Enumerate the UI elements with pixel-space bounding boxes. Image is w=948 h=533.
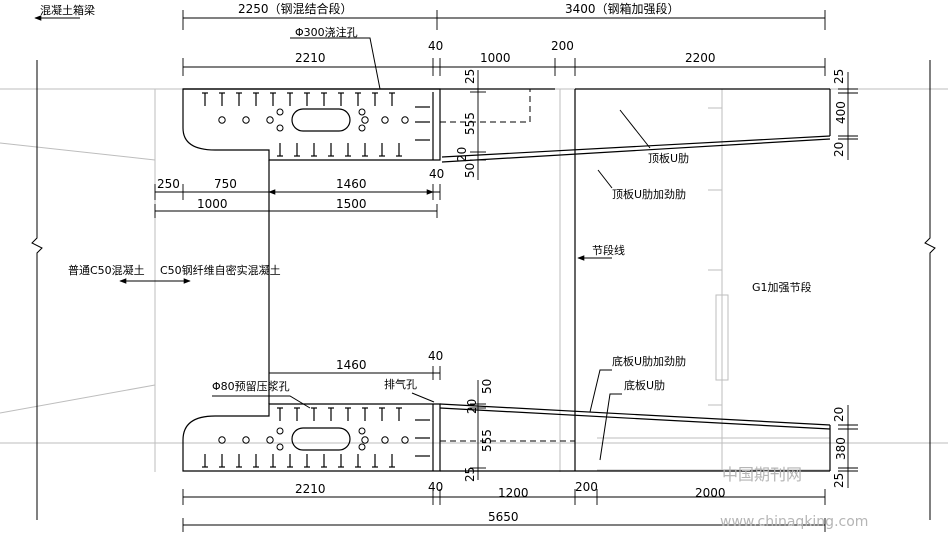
pour-hole-label: Φ300浇注孔 (295, 25, 358, 39)
dim-1500-mid: 1500 (336, 197, 367, 211)
dim-1000-top: 1000 (480, 51, 511, 65)
dim-1200-bottom: 1200 (498, 486, 529, 500)
dim-25-right: 25 (832, 69, 846, 84)
dim-25-rb: 25 (832, 473, 846, 488)
dim-1460-mid: 1460 (336, 177, 367, 191)
bolt-hole (358, 443, 366, 451)
stud-connectors (202, 92, 430, 468)
bolt-hole (401, 116, 409, 124)
bottom-u-rib-label: 底板U肋 (624, 378, 665, 392)
labels: 混凝土箱梁 2250（钢混结合段） 3400（钢箱加强段） Φ300浇注孔 22… (40, 1, 868, 530)
dim-40-low: 40 (428, 349, 443, 363)
bolt-hole (218, 116, 226, 124)
bolt-hole (358, 124, 366, 132)
dim-2200-top: 2200 (685, 51, 716, 65)
dim-250: 250 (157, 177, 180, 191)
bolt-hole (358, 427, 366, 435)
bolt-hole (361, 116, 369, 124)
dimension-lines (154, 10, 858, 532)
dim-555-vt: 555 (463, 112, 477, 135)
bottom-u-rib-stiffener-label: 底板U肋加劲肋 (612, 354, 686, 368)
top-u-rib-stiffener-label: 顶板U肋加劲肋 (612, 187, 686, 201)
watermark-url: www.chinaqking.com (720, 514, 868, 530)
bolt-hole (242, 116, 250, 124)
leader-lines (34, 15, 651, 461)
break-lines (31, 60, 936, 520)
dim-20-vb: 20 (465, 399, 479, 414)
bolt-hole (381, 436, 389, 444)
dim-555-vb: 555 (480, 429, 494, 452)
bolt-hole (242, 436, 250, 444)
dim-5650: 5650 (488, 510, 519, 524)
dim-200-top: 200 (551, 39, 574, 53)
dim-750: 750 (214, 177, 237, 191)
dim-40-top: 40 (428, 39, 443, 53)
seg-steel-box-label: 3400（钢箱加强段） (565, 1, 680, 16)
dim-50-vb: 50 (480, 379, 494, 394)
bolt-hole (266, 436, 274, 444)
dim-2210-bottom: 2210 (295, 482, 326, 496)
bolt-hole (358, 108, 366, 116)
bolt-hole (276, 427, 284, 435)
dim-20-vt: 20 (455, 147, 469, 162)
vent-hole-label: 排气孔 (384, 377, 417, 391)
top-u-rib-label: 顶板U肋 (648, 151, 689, 165)
dim-2210-top: 2210 (295, 51, 326, 65)
bolt-hole (266, 116, 274, 124)
bolt-hole (401, 436, 409, 444)
concrete-box-girder-label: 混凝土箱梁 (40, 3, 95, 17)
segment-line-label: 节段线 (592, 243, 625, 257)
dim-400-right: 400 (834, 101, 848, 124)
dim-40-mid: 40 (429, 167, 444, 181)
watermark-cn: 中国期刊网 (722, 465, 802, 484)
bolt-hole (276, 124, 284, 132)
bolt-hole (361, 436, 369, 444)
dim-1000-mid: 1000 (197, 197, 228, 211)
bottom-flange-outline (182, 403, 441, 472)
dim-200-bottom: 200 (575, 480, 598, 494)
dim-40-bottom: 40 (428, 480, 443, 494)
dim-380-rb: 380 (834, 437, 848, 460)
bolt-hole (218, 436, 226, 444)
structure (182, 88, 831, 472)
dim-25-vt: 25 (463, 69, 477, 84)
dim-25-vb: 25 (463, 467, 477, 482)
bolt-hole (381, 116, 389, 124)
seg-steel-concrete-label: 2250（钢混结合段） (238, 1, 353, 16)
dim-2000-bottom: 2000 (695, 486, 726, 500)
g1-segment-label: G1加强节段 (752, 280, 812, 294)
top-flange-outline (182, 88, 441, 161)
grout-hole-label: Φ80预留压浆孔 (212, 379, 290, 393)
ordinary-c50-label: 普通C50混凝土 (68, 263, 145, 277)
bolt-hole (276, 108, 284, 116)
steel-fiber-c50-label: C50钢纤维自密实混凝土 (160, 263, 281, 277)
dim-20-right: 20 (832, 142, 846, 157)
bolt-hole (276, 443, 284, 451)
dim-1460-low: 1460 (336, 358, 367, 372)
dim-20-rb: 20 (832, 407, 846, 422)
dim-50-vt: 50 (463, 163, 477, 178)
hidden-lines (440, 89, 575, 442)
